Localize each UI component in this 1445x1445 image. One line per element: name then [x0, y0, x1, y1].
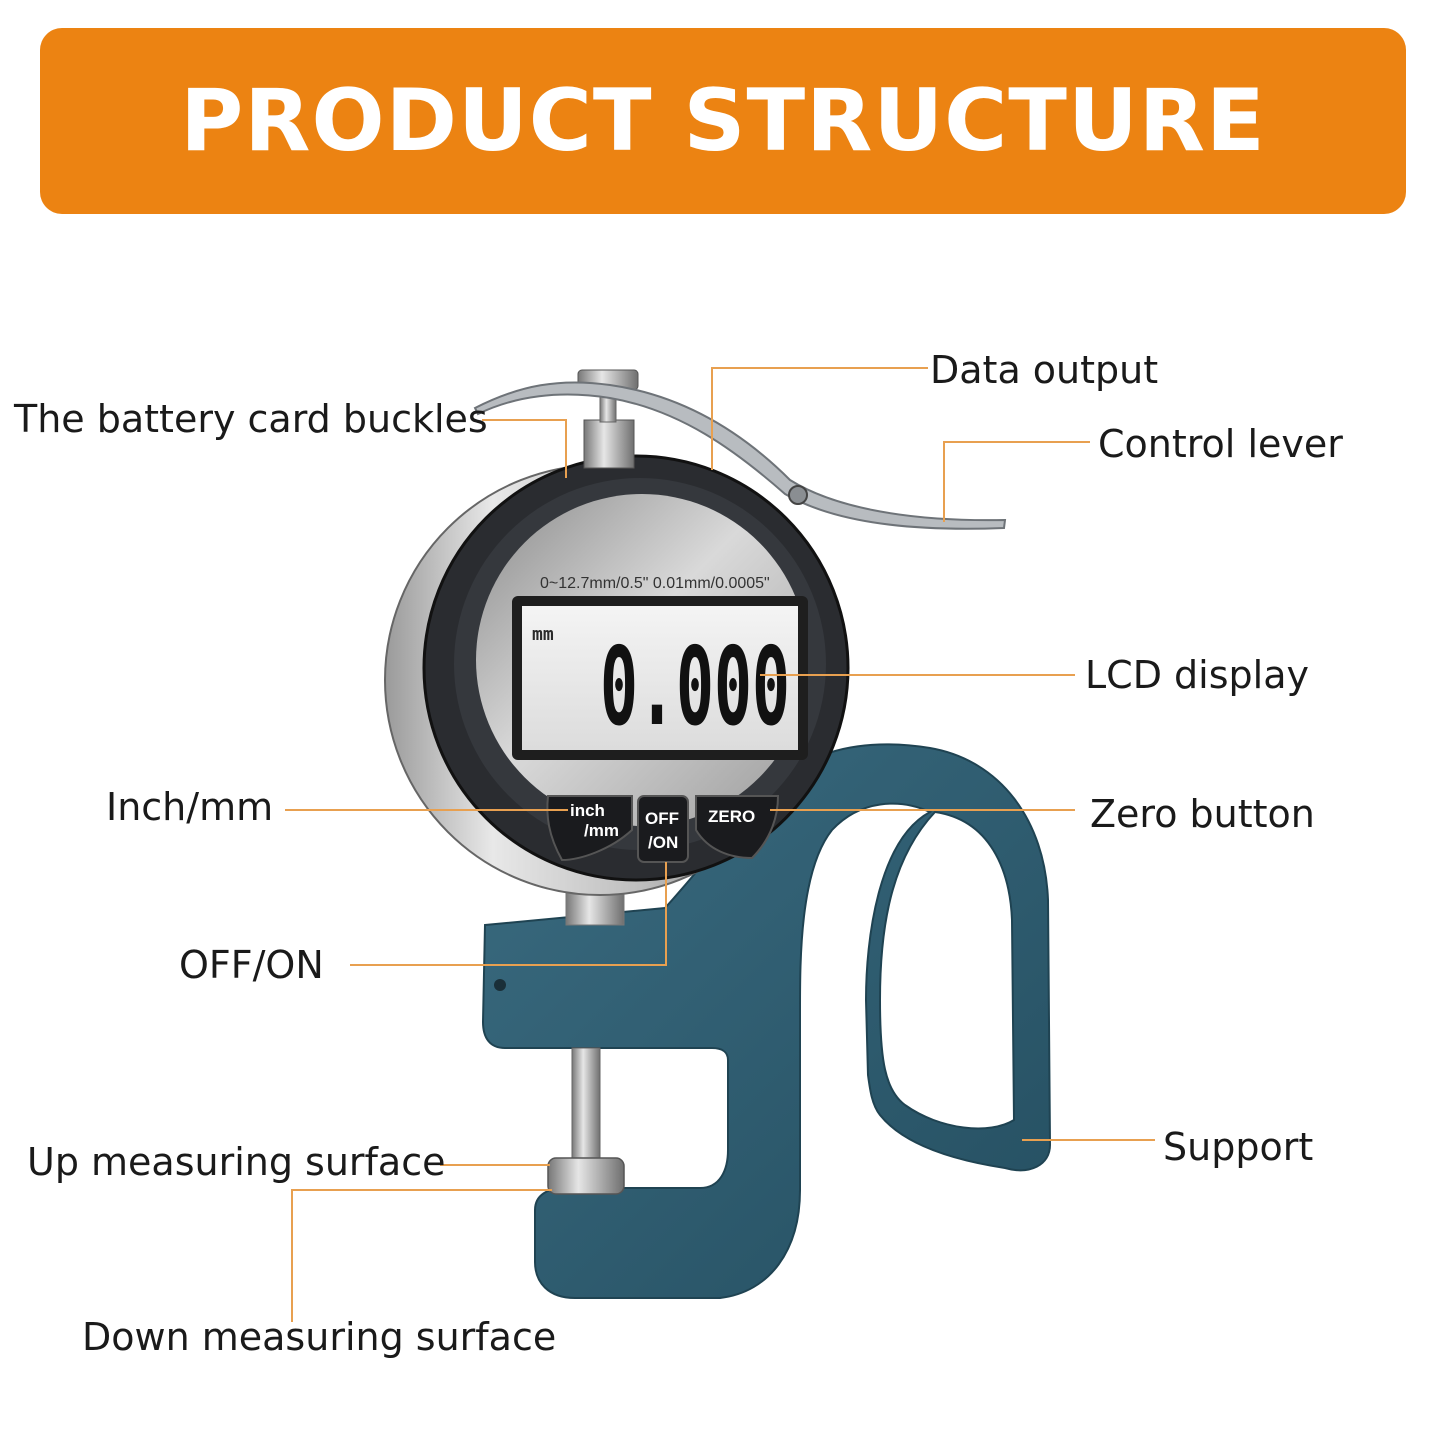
label-up-measuring-surface: Up measuring surface — [27, 1143, 445, 1181]
spindle — [572, 1048, 600, 1160]
off-on-button-label-line1: OFF — [645, 809, 679, 828]
label-lcd-display: LCD display — [1085, 656, 1309, 694]
label-battery-card-buckles: The battery card buckles — [14, 400, 488, 438]
label-inch-mm: Inch/mm — [106, 788, 273, 826]
leader-down-surface — [292, 1190, 552, 1322]
off-on-button-label-line2: /ON — [648, 833, 678, 852]
off-on-button[interactable] — [638, 796, 688, 862]
up-measuring-anvil — [548, 1158, 624, 1194]
data-output-port — [584, 420, 634, 468]
label-data-output: Data output — [930, 351, 1158, 389]
dial-range-text: 0~12.7mm/0.5" 0.01mm/0.0005" — [540, 575, 770, 592]
label-off-on: OFF/ON — [179, 946, 324, 984]
leader-control-lever — [944, 442, 1090, 522]
label-control-lever: Control lever — [1098, 425, 1343, 463]
label-support: Support — [1163, 1128, 1313, 1166]
lcd-unit-indicator: mm — [532, 624, 554, 645]
zero-button-label: ZERO — [708, 807, 755, 826]
frame-pin-hole — [494, 979, 506, 991]
inch-mm-button-label-line1: inch — [570, 801, 605, 820]
label-down-measuring-surface: Down measuring surface — [82, 1318, 556, 1356]
lcd-reading: 0.000 — [600, 625, 790, 750]
inch-mm-button-label-line2: /mm — [584, 821, 619, 840]
lever-pivot — [789, 486, 807, 504]
label-zero-button: Zero button — [1090, 795, 1315, 833]
